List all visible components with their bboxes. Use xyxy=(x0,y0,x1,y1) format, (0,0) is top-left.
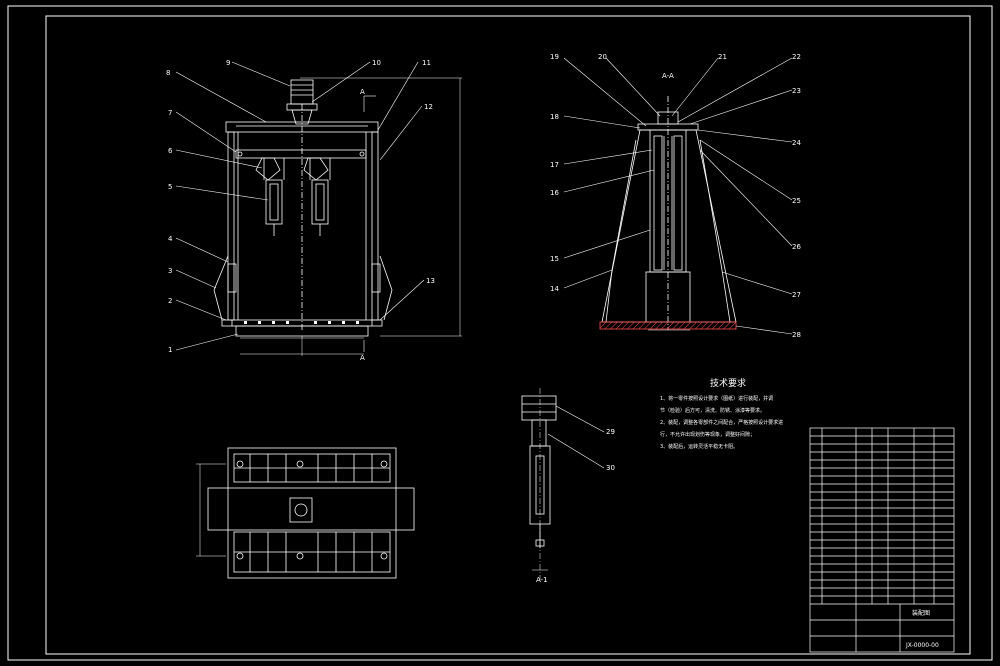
arrow-mark-bottom: A xyxy=(360,354,365,362)
part-label: 22 xyxy=(792,53,801,61)
part-label: 26 xyxy=(792,243,801,251)
section-view xyxy=(601,96,737,331)
front-view-leaders xyxy=(175,61,425,351)
part-label: 14 xyxy=(550,285,559,293)
inner-frame xyxy=(45,15,971,655)
part-label: 29 xyxy=(606,428,615,436)
tech-line: 2、装配，调整各零部件之间配合，严格按照设计要求进 xyxy=(660,419,783,426)
part-label: 28 xyxy=(792,331,801,339)
part-label: 13 xyxy=(426,277,435,285)
part-label: 11 xyxy=(422,59,431,67)
part-label: 17 xyxy=(550,161,559,169)
part-label: 24 xyxy=(792,139,801,147)
part-label: 7 xyxy=(168,109,172,117)
title-block xyxy=(809,427,955,653)
outer-frame xyxy=(7,5,993,661)
drawing-number: JX-0000-00 xyxy=(905,642,939,649)
tech-line: 节（检验）后方可，清洗、防锈、涂漆等要求。 xyxy=(660,407,765,414)
part-label: 8 xyxy=(166,69,170,77)
part-label: 6 xyxy=(168,147,173,155)
tech-line: 3、装配后，运转灵活平稳无卡阻。 xyxy=(660,443,738,450)
part-label: 23 xyxy=(792,87,801,95)
tech-line: 行，不允许出现划伤等现象，调整好间隙； xyxy=(660,431,755,438)
part-label: 19 xyxy=(550,53,559,61)
section-view-leaders xyxy=(563,57,793,335)
arrow-mark-top: A xyxy=(360,88,365,96)
part-label: 20 xyxy=(598,53,607,61)
part-label: 15 xyxy=(550,255,559,263)
part-label: 9 xyxy=(226,59,230,67)
tech-requirements: 1、将一零件按照设计要求（图纸）进行装配，并调节（检验）后方可，清洗、防锈、涂漆… xyxy=(660,395,783,450)
drawing-name: 装配图 xyxy=(912,609,930,617)
front-view xyxy=(213,77,462,356)
part-label: 3 xyxy=(168,267,172,275)
part-label: 30 xyxy=(606,464,615,472)
detail-view xyxy=(521,388,557,580)
tech-title: 技术要求 xyxy=(710,377,746,389)
part-label: 5 xyxy=(168,183,172,191)
top-view xyxy=(196,447,415,579)
part-label: 12 xyxy=(424,103,433,111)
tech-line: 1、将一零件按照设计要求（图纸）进行装配，并调 xyxy=(660,395,773,402)
part-label: 27 xyxy=(792,291,801,299)
part-label: 1 xyxy=(168,346,172,354)
part-label: 10 xyxy=(372,59,381,67)
part-label: 25 xyxy=(792,197,801,205)
detail-view-leaders xyxy=(547,405,605,469)
part-label: 21 xyxy=(718,53,727,61)
part-label: 2 xyxy=(168,297,172,305)
section-mark: A-A xyxy=(662,72,674,80)
part-label: 16 xyxy=(550,189,559,197)
detail-mark: A-1 xyxy=(536,576,548,584)
section-base-hatch xyxy=(599,321,737,330)
part-label: 4 xyxy=(168,235,173,243)
part-label: 18 xyxy=(550,113,559,121)
